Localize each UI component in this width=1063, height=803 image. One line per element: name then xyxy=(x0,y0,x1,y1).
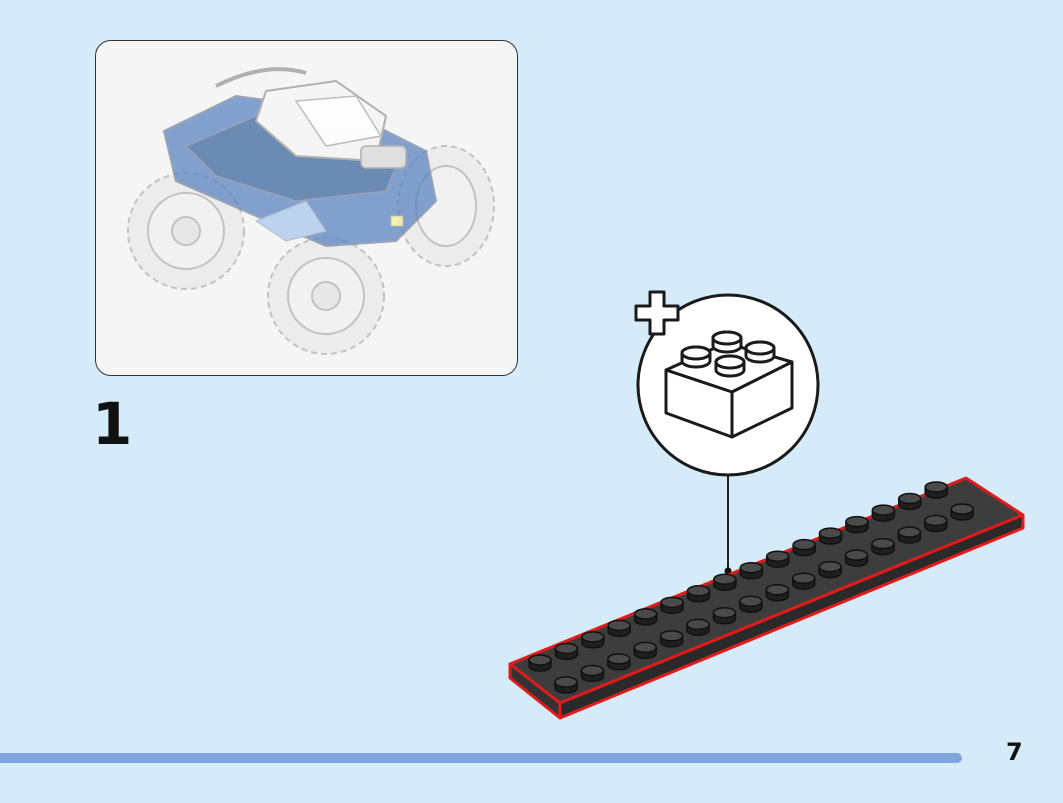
plate-stud xyxy=(712,607,737,625)
plate-stud xyxy=(660,596,684,615)
plate-stud xyxy=(897,526,922,544)
plate-stud xyxy=(765,550,790,568)
plate-stud xyxy=(607,619,631,638)
brick-2x2-icon xyxy=(664,330,794,439)
page-number: 7 xyxy=(1006,738,1023,766)
plate-stud xyxy=(686,618,710,637)
plus-icon xyxy=(634,290,680,336)
plate-stud xyxy=(659,630,684,648)
plate-stud xyxy=(791,572,816,590)
plate-stud xyxy=(845,515,869,534)
plate-stud xyxy=(871,504,896,522)
plate-stud xyxy=(924,514,948,533)
plate-stud xyxy=(633,641,657,660)
plate-stud xyxy=(580,664,605,683)
truck-wheel-rear-left xyxy=(127,172,245,290)
model-preview-panel xyxy=(95,40,518,376)
plate-stud xyxy=(528,654,552,672)
plate-stud xyxy=(898,492,922,511)
plate-stud xyxy=(633,608,658,626)
plate-stud xyxy=(844,549,869,567)
truck-body xyxy=(162,67,438,248)
plate-stud xyxy=(607,653,631,671)
footer-progress-bar xyxy=(0,753,962,763)
plate-stud xyxy=(554,676,578,694)
plate-stud xyxy=(739,561,764,580)
plate-stud xyxy=(739,595,763,613)
step-number: 1 xyxy=(92,390,133,458)
plate-stud xyxy=(950,503,974,521)
plate-stud xyxy=(554,642,579,661)
plate-stud xyxy=(581,631,605,649)
plate-stud xyxy=(871,537,895,556)
monster-truck-illustration xyxy=(127,67,495,355)
plate-stud xyxy=(924,481,948,499)
plate-stud xyxy=(792,538,816,557)
plate-stud xyxy=(713,573,737,591)
plate-stud xyxy=(818,560,842,579)
plate-stud xyxy=(765,583,790,602)
plate-stud xyxy=(818,527,843,545)
truck-wheel-front xyxy=(267,237,385,355)
plate-2x16 xyxy=(508,476,1025,720)
plate-studs xyxy=(528,481,974,694)
plate-stud xyxy=(686,585,711,603)
